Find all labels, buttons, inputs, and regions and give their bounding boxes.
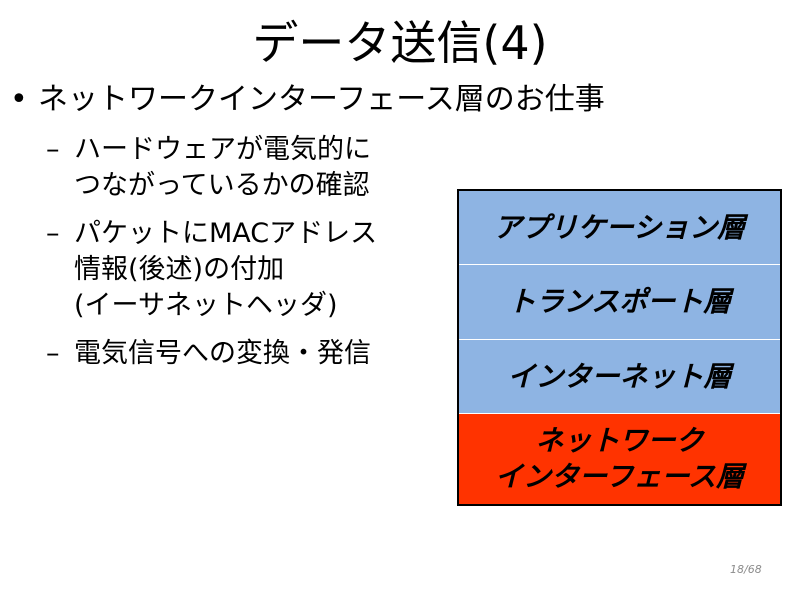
sub-bullet-list: – ハードウェアが電気的に つながっているかの確認 – パケットにMACアドレス… (46, 132, 416, 384)
sub-bullet-text: パケットにMACアドレス 情報(後述)の付加 (イーサネットヘッダ) (74, 218, 378, 321)
main-bullet-text: ネットワークインターフェース層のお仕事 (38, 82, 605, 117)
layer-internet: インターネット層 (459, 340, 780, 414)
protocol-layer-stack: アプリケーション層 トランスポート層 インターネット層 ネットワーク インターフ… (457, 189, 782, 506)
layer-application: アプリケーション層 (459, 191, 780, 265)
page-current: 18 (730, 563, 744, 576)
sub-bullet-text: 電気信号への変換・発信 (74, 338, 371, 369)
main-bullet: • ネットワークインターフェース層のお仕事 (10, 80, 770, 120)
dash-glyph: – (46, 218, 60, 249)
layer-transport: トランスポート層 (459, 265, 780, 340)
sub-bullet-mac-address: – パケットにMACアドレス 情報(後述)の付加 (イーサネットヘッダ) (46, 216, 416, 324)
page-separator: / (744, 563, 748, 576)
sub-bullet-signal-conversion: – 電気信号への変換・発信 (46, 336, 416, 372)
dash-glyph: – (46, 338, 60, 369)
slide-title: データ送信(4) (252, 16, 548, 70)
bullet-dot: • (10, 82, 28, 117)
page-total: 68 (747, 563, 762, 576)
dash-glyph: – (46, 134, 60, 165)
page-number: 18/68 (730, 563, 762, 576)
sub-bullet-text: ハードウェアが電気的に つながっているかの確認 (74, 134, 371, 201)
sub-bullet-hardware-check: – ハードウェアが電気的に つながっているかの確認 (46, 132, 416, 204)
layer-network-interface: ネットワーク インターフェース層 (459, 414, 780, 504)
